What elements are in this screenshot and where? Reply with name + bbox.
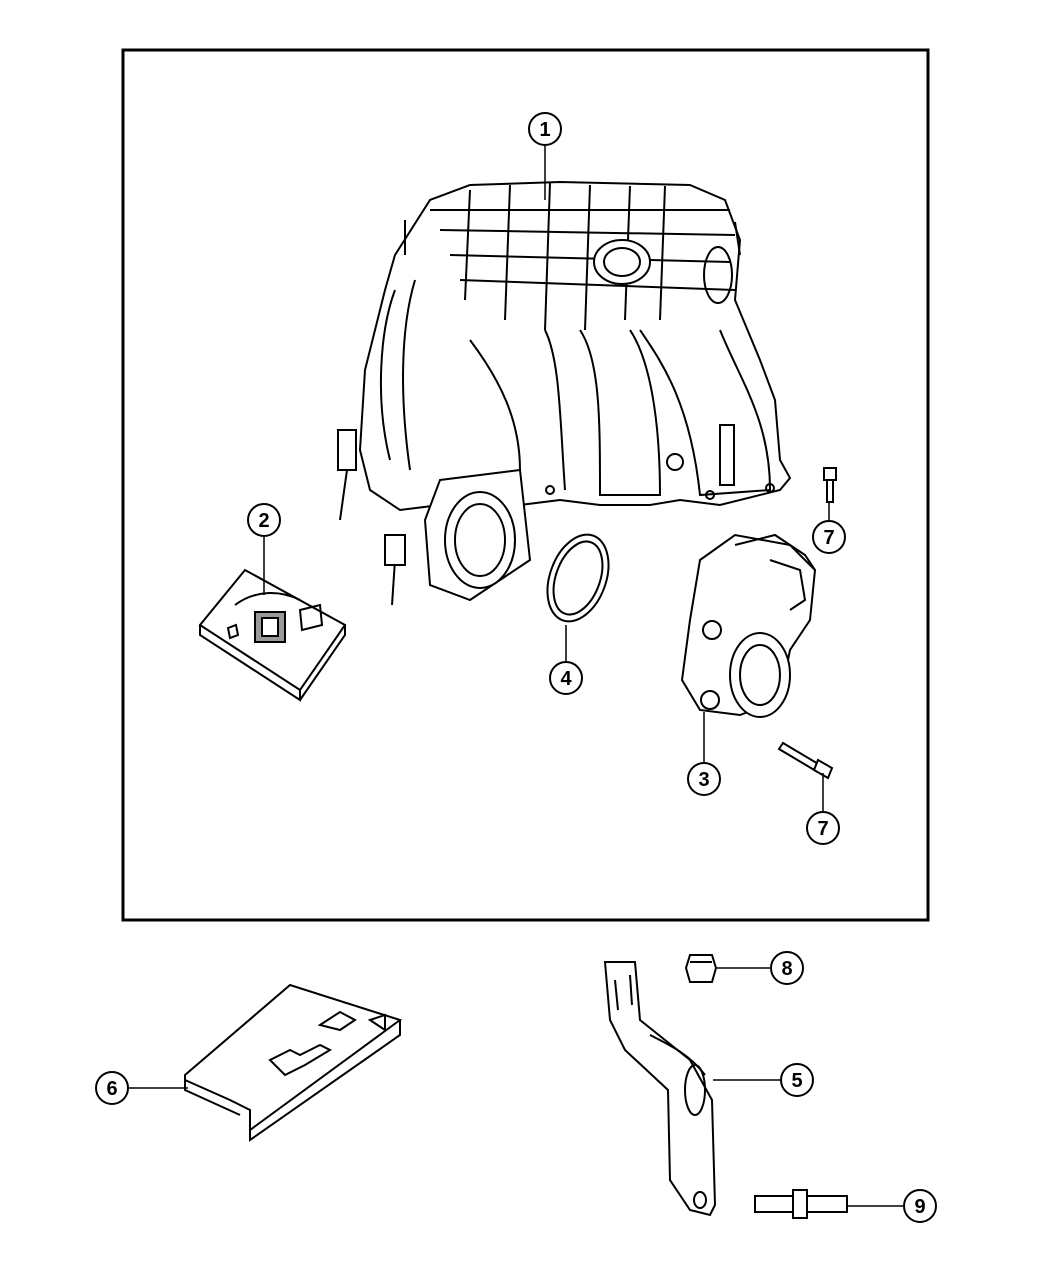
gasket-ring [546,533,610,623]
bolt-7-upper [823,467,837,503]
sensor-pad [198,568,347,702]
bolt-7-lower [777,741,834,780]
callout-1-label: 1 [539,119,550,141]
callout-2-label: 2 [258,510,269,532]
callout-6: 6 [95,1071,129,1105]
callout-7-upper-label: 7 [823,527,834,549]
callout-4: 4 [549,661,583,695]
callout-3-label: 3 [698,769,709,791]
callout-1: 1 [528,112,562,146]
callout-7-lower-label: 7 [817,818,828,840]
callout-6-label: 6 [106,1078,117,1100]
callout-7-lower: 7 [806,811,840,845]
throttle-body [680,533,817,718]
callout-5: 5 [780,1063,814,1097]
callout-3: 3 [687,762,721,796]
diagram-frame [121,48,930,922]
callout-7-upper: 7 [812,520,846,554]
callout-5-label: 5 [791,1070,802,1092]
callout-8: 8 [770,951,804,985]
leader-lines [128,146,903,1207]
callout-9-label: 9 [914,1196,925,1218]
callout-9: 9 [903,1189,937,1223]
callout-2: 2 [247,503,281,537]
foam-pad [184,983,403,1142]
callout-4-label: 4 [560,668,572,690]
stud [754,1189,848,1219]
intake-manifold [337,180,792,606]
bracket [603,961,717,1217]
nut [684,954,718,983]
callout-8-label: 8 [781,958,792,980]
